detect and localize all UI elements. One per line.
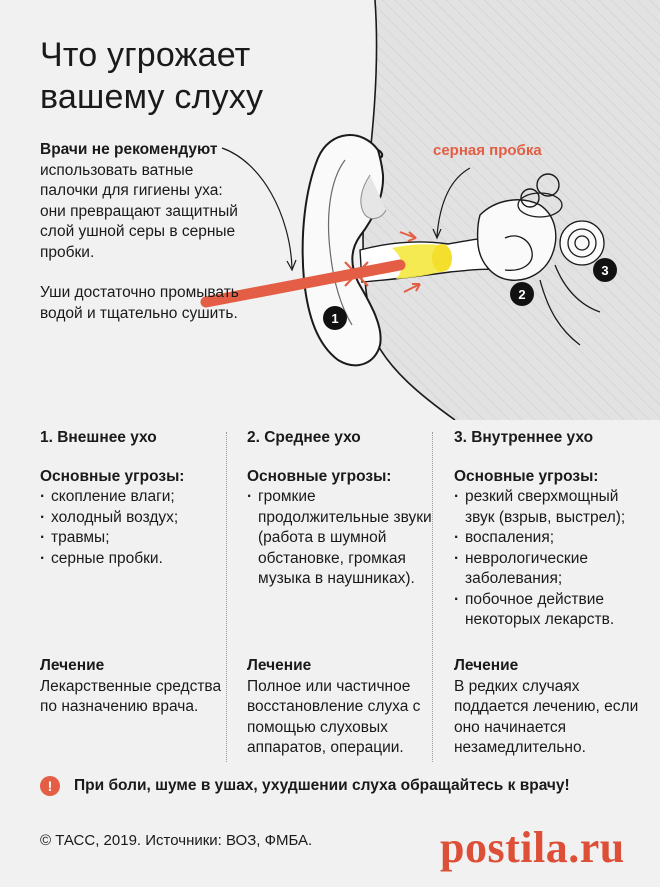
treatment-label: Лечение [454, 657, 519, 674]
treatment-label: Лечение [40, 657, 105, 674]
threat-item: холодный воздух; [40, 508, 230, 529]
section-heading: 1. Внешнее ухо [40, 429, 157, 446]
plug-label: серная пробка [433, 142, 542, 159]
column-divider [432, 432, 433, 762]
exclamation-icon: ! [40, 776, 60, 796]
treatment-text: В редких случаях поддается лечению, если… [454, 677, 639, 757]
treatment-text: Полное или частичное восстановление слух… [247, 677, 421, 757]
ear-helix [327, 159, 353, 326]
marker-3: 3 [593, 258, 617, 282]
threat-item: серные пробки. [40, 549, 230, 570]
warning-text: При боли, шуме в ушах, ухудшении слуха о… [74, 777, 570, 794]
section-heading: 2. Среднее ухо [247, 429, 361, 446]
warning-banner: ! При боли, шуме в ушах, ухудшении слуха… [40, 776, 640, 796]
treatment-block: Лечение В редких случаях поддается лечен… [454, 656, 644, 759]
intro-body: использовать ватные палочки для гигиены … [40, 161, 238, 261]
threat-item: воспаления; [454, 528, 644, 549]
intro-pointer-arrow [221, 147, 293, 269]
marker-1: 1 [323, 306, 347, 330]
watermark-logo: postila.ru [440, 823, 625, 872]
threats-label: Основные угрозы: [454, 467, 599, 485]
column-divider [226, 432, 227, 762]
section-middle-ear: 2. Среднее ухо Основные угрозы: громкие … [247, 428, 437, 756]
cotton-swab [200, 259, 406, 308]
treatment-block: Лечение Лекарственные средства по назнач… [40, 656, 230, 718]
threat-item: резкий сверхмощный звук (взрыв, выстрел)… [454, 487, 644, 528]
svg-text:2: 2 [518, 287, 525, 302]
plug-pointer-arrow [436, 167, 471, 237]
threat-item: травмы; [40, 528, 230, 549]
intro-text: Врачи не рекомендуют использовать ватные… [40, 140, 240, 324]
middle-ear [476, 199, 557, 281]
threats-list: громкие продолжительные звуки (работа в … [247, 487, 437, 590]
threats-list: резкий сверхмощный звук (взрыв, выстрел)… [454, 487, 644, 631]
svg-text:3: 3 [601, 263, 608, 278]
section-outer-ear: 1. Внешнее ухо Основные угрозы: скоплени… [40, 428, 230, 715]
threat-item: громкие продолжительные звуки (работа в … [247, 487, 437, 590]
cochlea [559, 220, 605, 266]
title-line-2: вашему слуху [40, 78, 264, 116]
marker-2: 2 [510, 282, 534, 306]
threat-item: неврологические заболевания; [454, 549, 644, 590]
treatment-label: Лечение [247, 657, 312, 674]
credits: © ТАСС, 2019. Источники: ВОЗ, ФМБА. [40, 832, 313, 849]
threats-list: скопление влаги; холодный воздух; травмы… [40, 487, 230, 569]
intro-bold: Врачи не рекомендуют [40, 141, 218, 158]
intro-advice: Уши достаточно промывать водой и тщатель… [40, 284, 239, 322]
ear-tip [377, 149, 384, 159]
threats-label: Основные угрозы: [247, 467, 392, 485]
threat-item: скопление влаги; [40, 487, 230, 508]
treatment-block: Лечение Полное или частичное восстановле… [247, 656, 437, 759]
threat-item: побочное действие некоторых лекарств. [454, 590, 644, 631]
section-inner-ear: 3. Внутреннее ухо Основные угрозы: резки… [454, 428, 644, 756]
svg-text:1: 1 [331, 311, 338, 326]
title-line-1: Что угрожает [40, 36, 251, 74]
ear-antihelix [360, 174, 387, 220]
section-heading: 3. Внутреннее ухо [454, 429, 594, 446]
threats-label: Основные угрозы: [40, 467, 185, 485]
treatment-text: Лекарственные средства по назначению вра… [40, 677, 222, 716]
page-title: Что угрожает вашему слуху [40, 34, 263, 118]
ear-illustration: серная пробка 1 2 3 [200, 0, 660, 420]
